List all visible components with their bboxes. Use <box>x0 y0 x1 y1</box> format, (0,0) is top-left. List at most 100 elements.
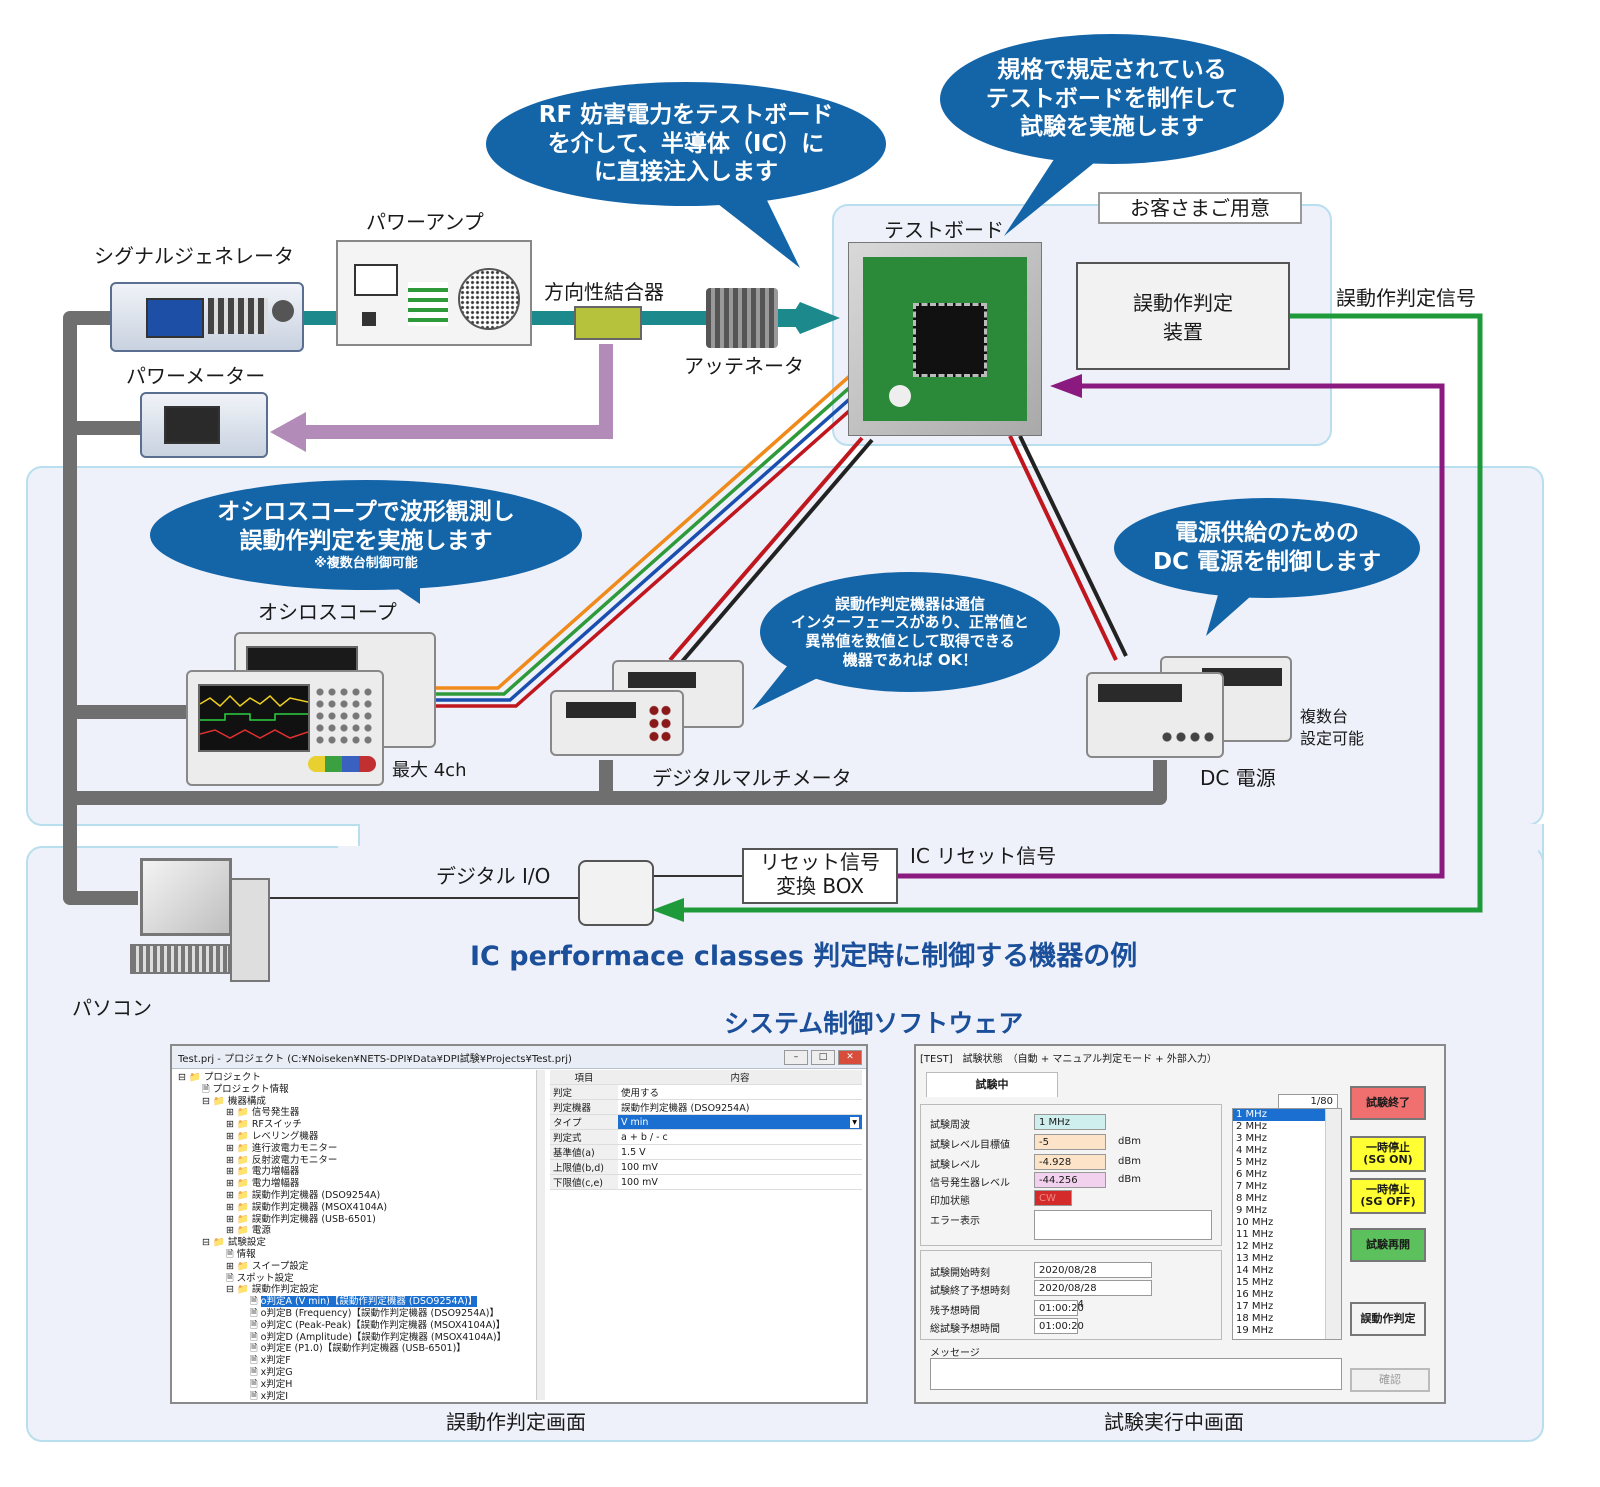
tree-scrollbar[interactable] <box>536 1070 545 1400</box>
signal-generator <box>110 282 304 352</box>
status-panel <box>920 1104 1222 1246</box>
confirm-button[interactable]: 確認 <box>1350 1368 1430 1392</box>
list-item[interactable]: 3 MHz <box>1236 1133 1267 1144</box>
ic-reset-label: IC リセット信号 <box>910 844 1057 868</box>
tree-item[interactable]: 🗎 x判定H <box>250 1378 293 1390</box>
prop-row[interactable]: 下限値(c,e)100 mV <box>550 1174 862 1190</box>
prop-row[interactable]: 判定使用する <box>550 1084 862 1100</box>
tree-item[interactable]: 🗎 x判定I <box>250 1390 289 1402</box>
list-item[interactable]: 16 MHz <box>1236 1289 1274 1300</box>
bubble-line: DC 電源を制御します <box>1153 549 1381 575</box>
list-item[interactable]: 7 MHz <box>1236 1181 1267 1192</box>
tree-item[interactable]: ⊟ 📁 機器構成 <box>202 1095 266 1107</box>
list-item[interactable]: 8 MHz <box>1236 1193 1267 1204</box>
tree-item[interactable]: ⊞ 📁 電力増幅器 <box>226 1178 300 1190</box>
message-label: メッセージ <box>930 1348 980 1359</box>
bubble-line: RF 妨害電力をテストボード <box>538 101 834 128</box>
list-item[interactable]: 10 MHz <box>1236 1217 1274 1228</box>
tree-item[interactable]: ⊟ 📁 試験設定 <box>202 1237 266 1249</box>
maximize-button[interactable]: □ <box>811 1050 835 1065</box>
attenuator-device <box>706 288 778 348</box>
prop-row[interactable]: 判定機器誤動作判定機器 (DSO9254A) <box>550 1099 862 1115</box>
manual-judge-button[interactable]: 誤動作判定 <box>1350 1302 1426 1336</box>
tree-item[interactable]: 🗎 o判定E (P1.0)【誤動作判定機器 (USB-6501)】 <box>250 1343 466 1355</box>
bubble-line: テストボードを制作して <box>985 85 1239 112</box>
tree-item[interactable]: ⊞ 📁 スイープ設定 <box>226 1260 309 1272</box>
list-item[interactable]: 13 MHz <box>1236 1253 1274 1264</box>
digital-io-label: デジタル I/O <box>436 864 551 888</box>
list-item[interactable]: 6 MHz <box>1236 1169 1267 1180</box>
tree-item[interactable]: ⊟ 📁 誤動作判定設定 <box>226 1284 319 1296</box>
message-box[interactable] <box>930 1358 1342 1390</box>
unit-label: dBm <box>1118 1174 1141 1185</box>
tree-item[interactable]: 🗎 o判定D (Amplitude)【誤動作判定機器 (MSOX4104A)】 <box>250 1331 507 1343</box>
list-scrollbar[interactable] <box>1325 1109 1341 1339</box>
reset-box: リセット信号 変換 BOX <box>742 848 898 904</box>
test-board-label: テストボード <box>884 218 1004 242</box>
time-label: 残予想時間 <box>930 1306 980 1317</box>
tree-item[interactable]: 🗎 情報 <box>226 1248 256 1260</box>
list-item[interactable]: 17 MHz <box>1236 1301 1274 1312</box>
tree-item[interactable]: 🗎 プロジェクト情報 <box>202 1083 289 1095</box>
tree-item[interactable]: 🗎 スポット設定 <box>226 1272 294 1284</box>
status-label: 印加状態 <box>930 1196 970 1207</box>
tree-item[interactable]: ⊞ 📁 RFスイッチ <box>226 1119 302 1131</box>
tree-item[interactable]: 🗎 x判定G <box>250 1366 293 1378</box>
pm-screen <box>164 406 220 444</box>
pause-sg-on-button[interactable]: 一時停止(SG ON) <box>1350 1136 1426 1172</box>
minimize-button[interactable]: – <box>784 1050 808 1065</box>
prop-row[interactable]: 基準値(a)1.5 V <box>550 1144 862 1160</box>
col-item: 項目 <box>550 1070 618 1085</box>
tree-item[interactable]: ⊞ 📁 反射波電力モニター <box>226 1154 338 1166</box>
list-item[interactable]: 18 MHz <box>1236 1313 1274 1324</box>
error-field <box>1034 1210 1212 1240</box>
tree-item[interactable]: 🗎 x判定F <box>250 1355 291 1367</box>
end-test-button[interactable]: 試験終了 <box>1350 1086 1426 1120</box>
unit-label: dBm <box>1118 1136 1141 1147</box>
list-item[interactable]: 12 MHz <box>1236 1241 1274 1252</box>
list-item[interactable]: 2 MHz <box>1236 1121 1267 1132</box>
project-tree[interactable]: ⊟ 📁 プロジェクト 🗎 プロジェクト情報 ⊟ 📁 機器構成 ⊞ 📁 信号発生器… <box>178 1072 538 1402</box>
list-item[interactable]: 1 MHz <box>1233 1109 1341 1121</box>
sg-keypad <box>208 298 268 334</box>
tree-item[interactable]: ⊞ 📁 進行波電力モニター <box>226 1142 338 1154</box>
bubble-line: 規格で規定されている <box>997 56 1227 83</box>
tree-item[interactable]: ⊞ 📁 誤動作判定機器 (DSO9254A) <box>226 1189 381 1201</box>
tree-item[interactable]: ⊞ 📁 誤動作判定機器 (USB-6501) <box>226 1213 376 1225</box>
amp-switch <box>362 312 376 326</box>
tree-item[interactable]: ⊞ 📁 誤動作判定機器 (MSOX4104A) <box>226 1201 388 1213</box>
tree-item[interactable]: ⊞ 📁 電源 <box>226 1225 271 1237</box>
bubble-line: 電源供給のための <box>1175 520 1359 547</box>
status-label: 試験レベル <box>930 1160 980 1171</box>
pc-keyboard <box>130 944 230 974</box>
tree-item[interactable]: ⊞ 📁 電力増幅器 <box>226 1166 300 1178</box>
resume-button[interactable]: 試験再開 <box>1350 1228 1426 1262</box>
tree-item[interactable]: ⊞ 📁 信号発生器 <box>226 1107 300 1119</box>
tree-item[interactable]: ⊞ 📁 レベリング機器 <box>226 1130 319 1142</box>
frequency-list[interactable]: 1 MHz 2 MHz 3 MHz 4 MHz 5 MHz 6 MHz 7 MH… <box>1232 1108 1342 1340</box>
list-item[interactable]: 5 MHz <box>1236 1157 1267 1168</box>
tree-item[interactable]: 🗎 o判定C (Peak-Peak)【誤動作判定機器 (MSOX4104A)】 <box>250 1319 506 1331</box>
list-item[interactable]: 19 MHz <box>1236 1325 1274 1336</box>
bubble-line: 誤動作判定を実施します <box>239 527 493 554</box>
prop-row[interactable]: 上限値(b,d)100 mV <box>550 1159 862 1175</box>
list-item[interactable]: 14 MHz <box>1236 1265 1274 1276</box>
amp-leds <box>408 282 448 326</box>
tree-item[interactable]: 🗎 o判定B (Frequency)【誤動作判定機器 (DSO9254A)】 <box>250 1307 499 1319</box>
list-item[interactable]: 4 MHz <box>1236 1145 1267 1156</box>
rf-arrow <box>790 302 840 334</box>
tree-item-selected[interactable]: 🗎 o判定A (V min)【誤動作判定機器 (DSO9254A)】 <box>250 1296 478 1308</box>
status-tab[interactable]: 試験中 <box>926 1072 1058 1097</box>
close-button[interactable]: ✕ <box>838 1050 862 1065</box>
dc-power-front <box>1086 672 1224 758</box>
tree-item[interactable]: ⊟ 📁 プロジェクト <box>178 1072 261 1083</box>
window-title: Test.prj - プロジェクト (C:¥Noiseken¥NETS-DPI¥… <box>178 1053 572 1065</box>
list-item[interactable]: 9 MHz <box>1236 1205 1267 1216</box>
oscilloscope-label: オシロスコープ <box>258 600 397 624</box>
pause-sg-off-button[interactable]: 一時停止(SG OFF) <box>1350 1178 1426 1214</box>
list-item[interactable]: 11 MHz <box>1236 1229 1274 1240</box>
list-item[interactable]: 15 MHz <box>1236 1277 1274 1288</box>
dropdown-arrow-icon[interactable]: ▾ <box>850 1116 859 1128</box>
